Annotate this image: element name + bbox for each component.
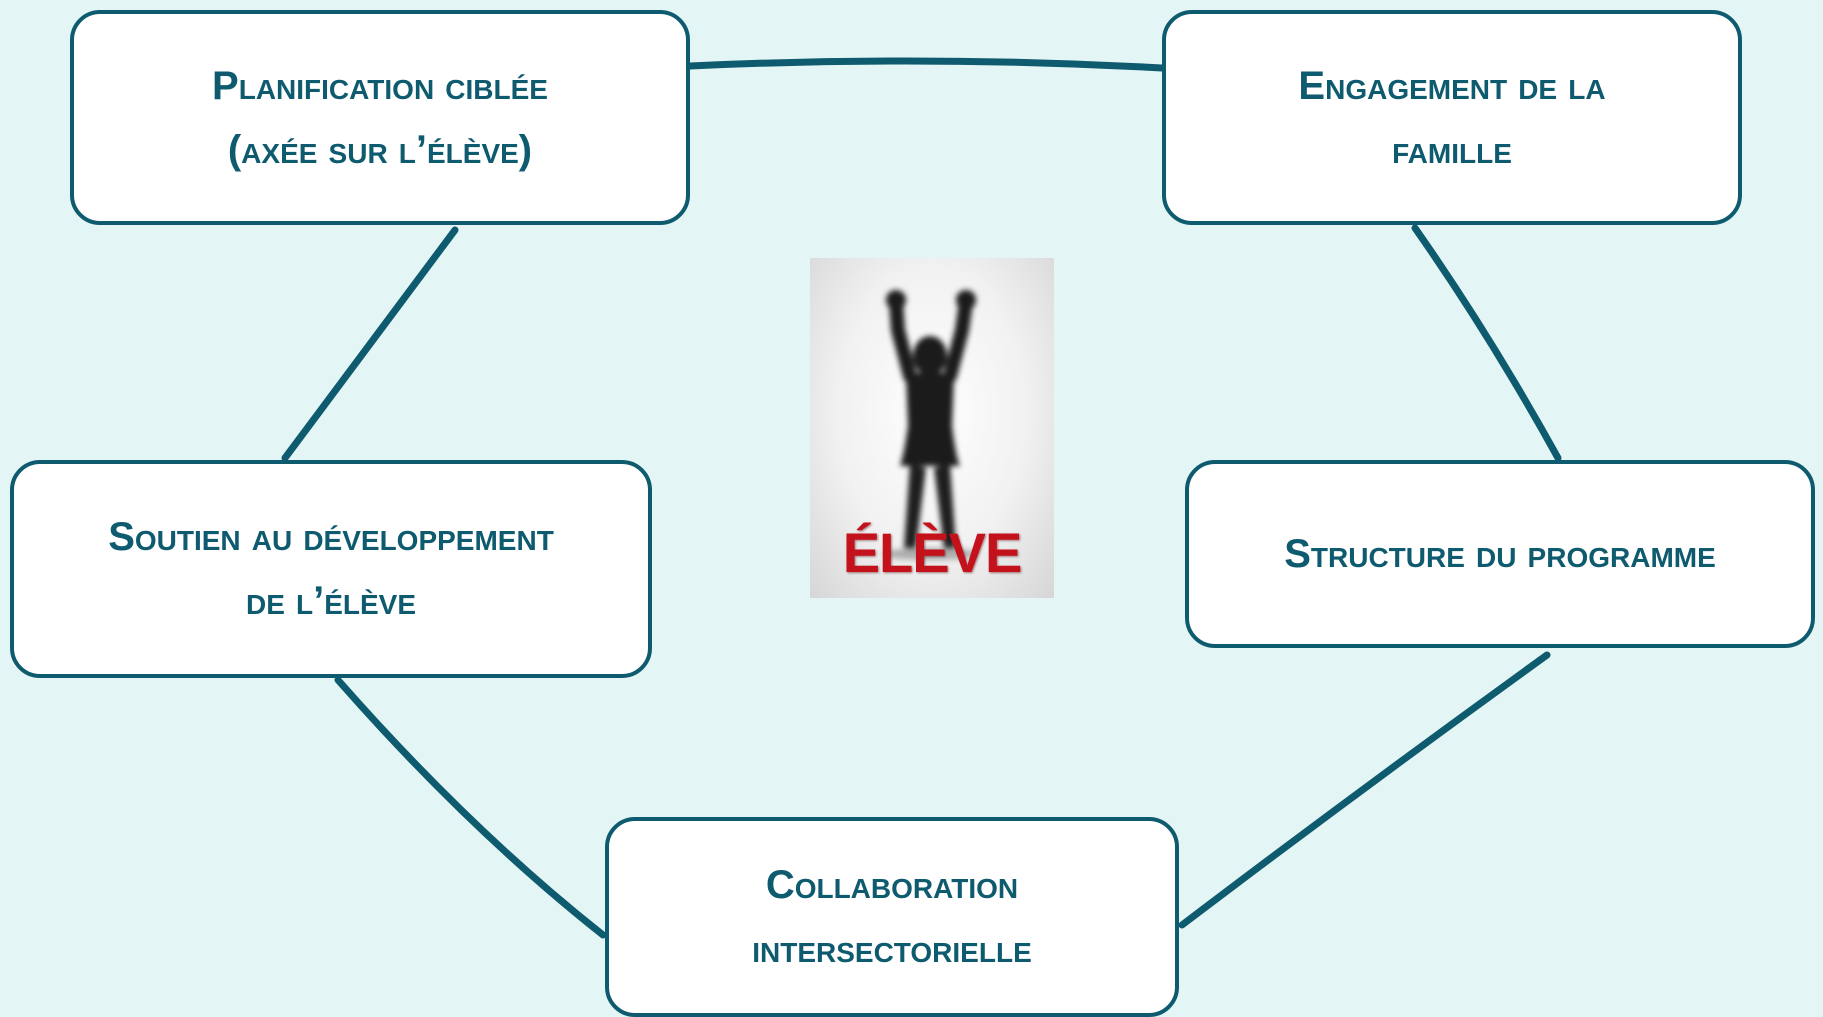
- connector-soutien-collaboration: [334, 676, 607, 939]
- connector-structure-collaboration: [1178, 651, 1551, 929]
- center-student-image: ÉLÈVE: [810, 258, 1054, 598]
- node-structure-programme: Structure du programme: [1185, 460, 1815, 648]
- node-soutien-line2: de l’élève: [245, 579, 417, 623]
- node-collaboration-intersectorielle: Collaboration intersectorielle: [605, 817, 1179, 1017]
- node-collaboration-line1: Collaboration: [765, 863, 1019, 907]
- person-raised-arms-photo-icon: [882, 290, 978, 560]
- node-planification-ciblee: Planification ciblée (axée sur l’élève): [70, 10, 690, 225]
- node-collaboration-line2: intersectorielle: [752, 927, 1032, 971]
- connector-planification-engagement: [686, 57, 1166, 72]
- center-label: ÉLÈVE: [842, 521, 1023, 584]
- connector-planification-soutien: [281, 226, 459, 462]
- node-soutien-developpement: Soutien au développement de l’élève: [10, 460, 652, 678]
- node-planification-line2: (axée sur l’élève): [227, 127, 533, 172]
- node-engagement-line2: famille: [1392, 127, 1512, 172]
- node-structure-line1: Structure du programme: [1284, 532, 1716, 576]
- node-planification-line1: Planification ciblée: [212, 63, 548, 108]
- node-engagement-famille: Engagement de la famille: [1162, 10, 1742, 225]
- node-engagement-line1: Engagement de la: [1298, 63, 1606, 108]
- connector-engagement-structure: [1411, 224, 1562, 462]
- node-soutien-line1: Soutien au développement: [108, 515, 554, 559]
